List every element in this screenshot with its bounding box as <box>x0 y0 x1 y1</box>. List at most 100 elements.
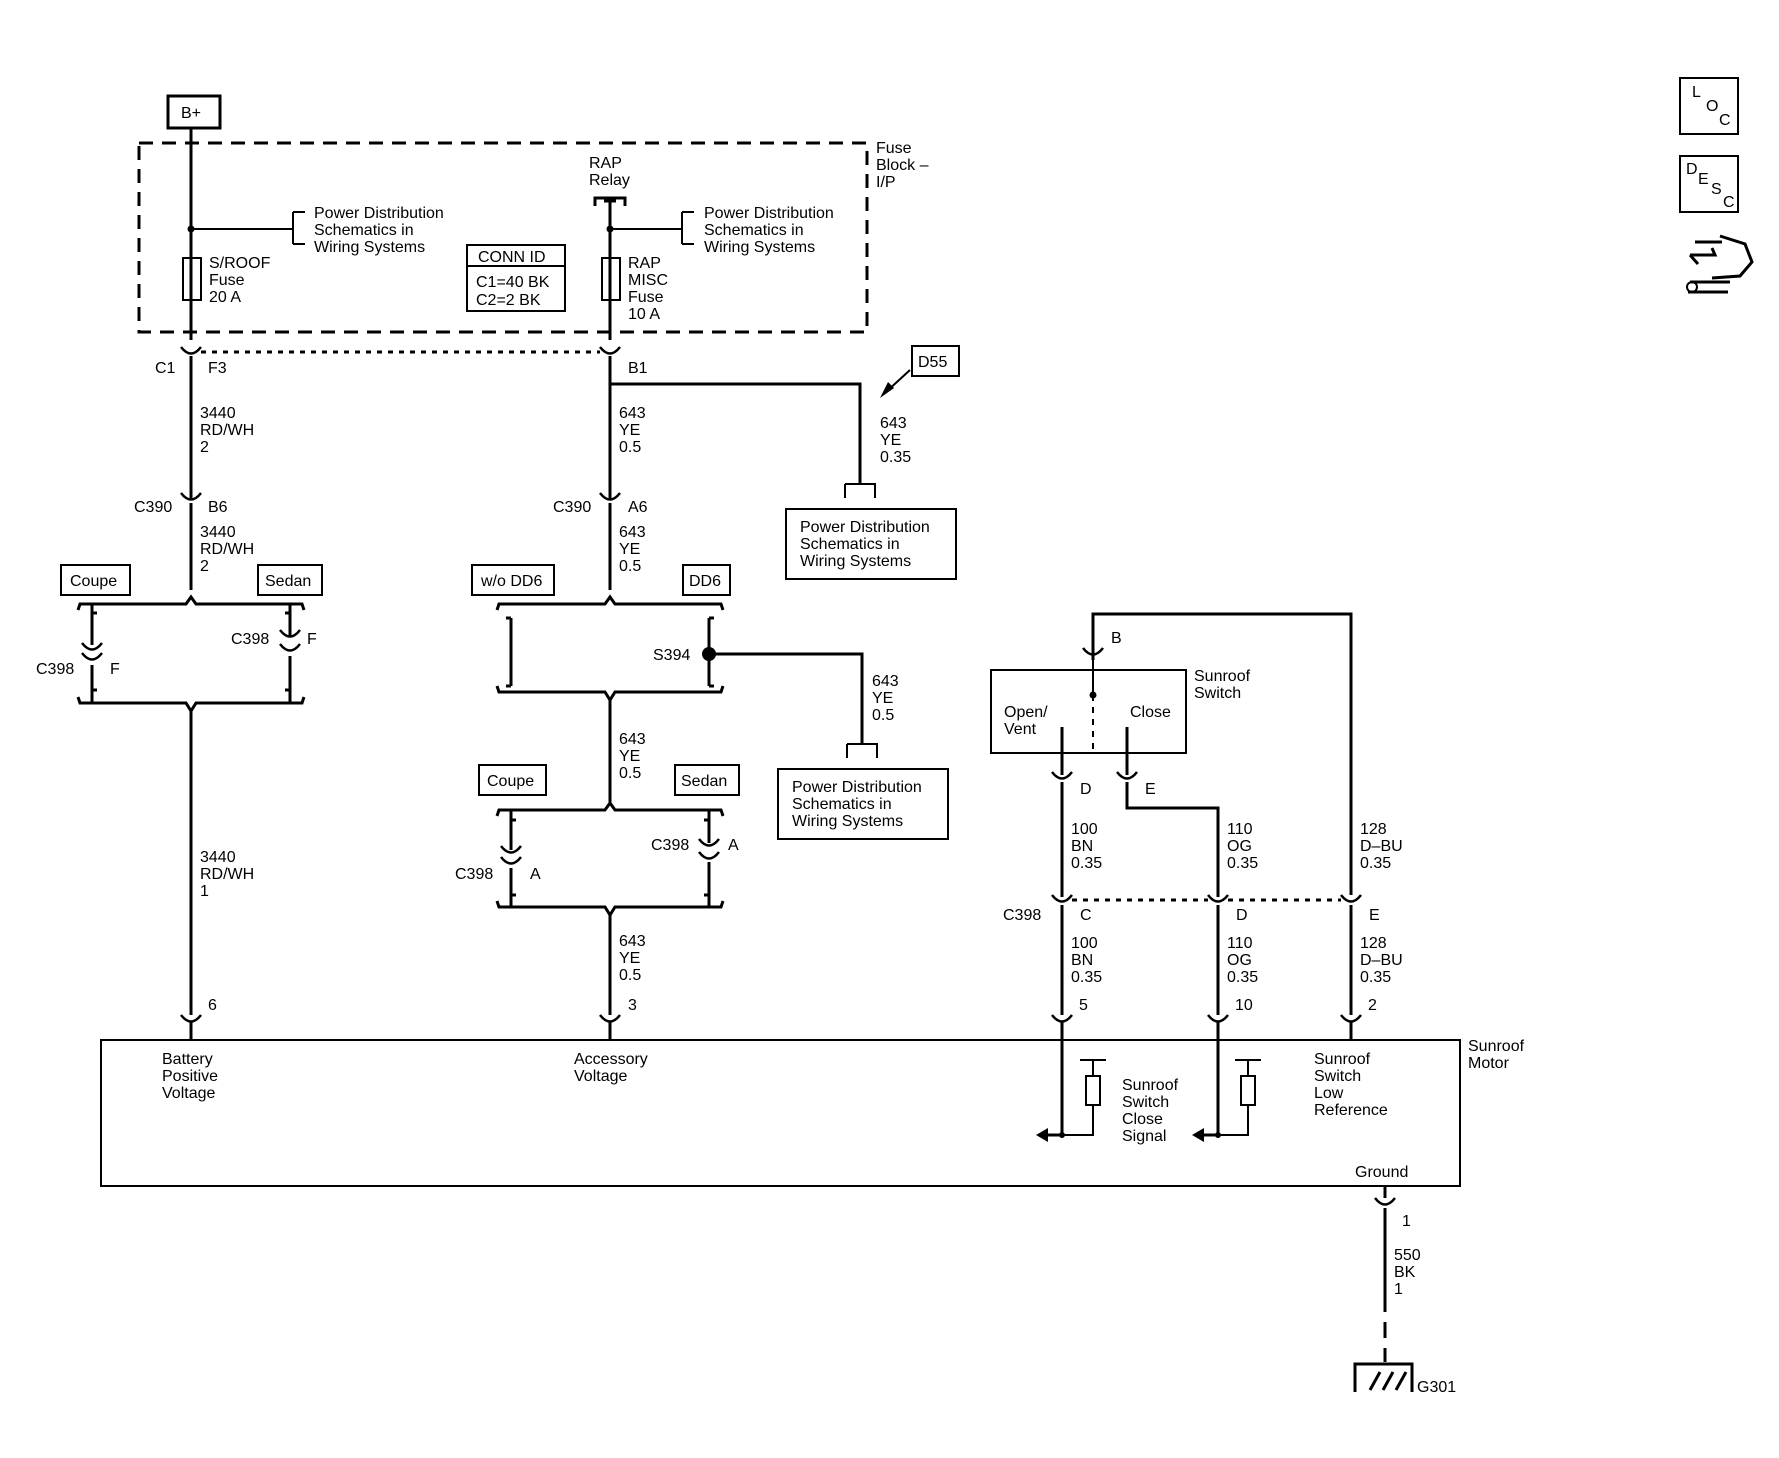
svg-text:Wiring Systems: Wiring Systems <box>800 553 911 570</box>
c390-mid-label: C390 <box>553 499 591 516</box>
pin-10-label: 10 <box>1235 997 1253 1014</box>
svg-text:0.35: 0.35 <box>1071 969 1102 986</box>
svg-text:S/ROOF: S/ROOF <box>209 255 271 272</box>
svg-text:Switch: Switch <box>1314 1068 1361 1085</box>
svg-text:3440: 3440 <box>200 405 236 422</box>
c398-coupe-mid-label: C398 <box>455 866 493 883</box>
svg-text:C: C <box>1723 194 1735 211</box>
wire-128-dbu-label-1: 128 D–BU 0.35 <box>1360 821 1403 872</box>
connector-tool-icon[interactable] <box>1686 234 1754 294</box>
svg-text:20 A: 20 A <box>209 289 241 306</box>
svg-text:Power Distribution: Power Distribution <box>314 205 444 222</box>
a-sedan-mid-label: A <box>728 837 739 854</box>
c398-coupe-left-label: C398 <box>36 661 74 678</box>
wire-550-bk-label: 550 BK 1 <box>1394 1247 1421 1298</box>
svg-text:RD/WH: RD/WH <box>200 541 254 558</box>
f-sedan-left-label: F <box>307 631 317 648</box>
svg-text:128: 128 <box>1360 935 1387 952</box>
d-label: D <box>1080 781 1092 798</box>
svg-text:3440: 3440 <box>200 524 236 541</box>
sunroof-switch-close-signal-label: Sunroof Switch Close Signal <box>1122 1077 1179 1145</box>
d55-arrowhead <box>880 382 894 398</box>
bplus-source: B+ <box>166 94 222 130</box>
ground-pin-1-label: 1 <box>1402 1213 1411 1230</box>
svg-text:110: 110 <box>1227 821 1253 838</box>
a6-label: A6 <box>628 499 648 516</box>
b-label: B <box>1111 630 1122 647</box>
rap-relay-label: RAP Relay <box>589 155 630 189</box>
svg-text:Schematics in: Schematics in <box>314 222 414 239</box>
svg-text:0.35: 0.35 <box>880 449 911 466</box>
svg-text:Voltage: Voltage <box>574 1068 627 1085</box>
svg-text:YE: YE <box>619 422 640 439</box>
svg-text:Battery: Battery <box>162 1051 213 1068</box>
svg-text:OG: OG <box>1227 952 1252 969</box>
rap-misc-fuse-label: RAP MISC Fuse 10 A <box>628 255 668 323</box>
svg-text:D: D <box>1686 161 1698 178</box>
c-pin-label: C <box>1080 907 1092 924</box>
svg-text:100: 100 <box>1071 935 1098 952</box>
svg-text:YE: YE <box>619 748 640 765</box>
svg-text:Wiring Systems: Wiring Systems <box>314 239 425 256</box>
svg-text:BN: BN <box>1071 952 1093 969</box>
svg-text:643: 643 <box>619 731 646 748</box>
svg-text:0.35: 0.35 <box>1360 855 1391 872</box>
wire-100-bn-label-2: 100 BN 0.35 <box>1071 935 1102 986</box>
d55-reference[interactable]: D55 <box>911 345 960 377</box>
b6-label: B6 <box>208 499 228 516</box>
svg-text:Schematics in: Schematics in <box>792 796 892 813</box>
option-sedan-left: Sedan <box>257 564 323 596</box>
svg-text:0.35: 0.35 <box>1360 969 1391 986</box>
svg-text:643: 643 <box>872 673 899 690</box>
svg-text:Voltage: Voltage <box>162 1085 215 1102</box>
svg-text:S: S <box>1711 181 1722 198</box>
loc-button[interactable]: L O C <box>1679 77 1739 135</box>
wire-128-dbu-label-2: 128 D–BU 0.35 <box>1360 935 1403 986</box>
svg-text:Positive: Positive <box>162 1068 218 1085</box>
close-label: Close <box>1130 704 1171 721</box>
sunroof-switch-label: Sunroof Switch <box>1194 668 1251 702</box>
svg-text:1: 1 <box>200 883 209 900</box>
svg-text:3440: 3440 <box>200 849 236 866</box>
svg-text:Reference: Reference <box>1314 1102 1388 1119</box>
svg-text:Coupe: Coupe <box>487 773 534 790</box>
svg-text:Sunroof: Sunroof <box>1122 1077 1179 1094</box>
fuse-block-label: Fuse Block – I/P <box>876 140 929 191</box>
sunroof-motor-label: Sunroof Motor <box>1468 1038 1525 1072</box>
svg-text:643: 643 <box>619 524 646 541</box>
svg-text:2: 2 <box>200 558 209 575</box>
svg-text:O: O <box>1706 98 1718 115</box>
s394-label: S394 <box>653 647 690 664</box>
svg-text:2: 2 <box>200 439 209 456</box>
svg-text:643: 643 <box>880 415 907 432</box>
f3-label: F3 <box>208 360 227 377</box>
pds-reference-1: Power Distribution Schematics in Wiring … <box>314 205 444 256</box>
option-coupe-mid: Coupe <box>478 764 547 796</box>
svg-text:10 A: 10 A <box>628 306 660 323</box>
pds-reference-3[interactable]: Power Distribution Schematics in Wiring … <box>785 508 957 580</box>
svg-text:BN: BN <box>1071 838 1093 855</box>
svg-text:YE: YE <box>880 432 901 449</box>
svg-text:YE: YE <box>619 541 640 558</box>
svg-text:I/P: I/P <box>876 174 896 191</box>
desc-button[interactable]: D E S C <box>1679 155 1739 213</box>
option-coupe-left: Coupe <box>60 564 131 596</box>
svg-text:YE: YE <box>619 950 640 967</box>
svg-text:Fuse: Fuse <box>209 272 245 289</box>
svg-text:Sedan: Sedan <box>681 773 727 790</box>
wire-643-label-3: 643 YE 0.5 <box>619 731 646 782</box>
c398-sedan-left-label: C398 <box>231 631 269 648</box>
svg-text:D–BU: D–BU <box>1360 952 1403 969</box>
svg-text:Low: Low <box>1314 1085 1344 1102</box>
pds-reference-4[interactable]: Power Distribution Schematics in Wiring … <box>777 768 949 840</box>
g301-label: G301 <box>1417 1379 1456 1396</box>
a-coupe-mid-label: A <box>530 866 541 883</box>
e-pin-label: E <box>1369 907 1380 924</box>
svg-text:0.5: 0.5 <box>619 439 641 456</box>
svg-text:Coupe: Coupe <box>70 573 117 590</box>
wire-643-label-2: 643 YE 0.5 <box>619 524 646 575</box>
pin-5-label: 5 <box>1079 997 1088 1014</box>
svg-text:0.5: 0.5 <box>619 967 641 984</box>
sunroof-switch-body <box>990 669 1187 754</box>
